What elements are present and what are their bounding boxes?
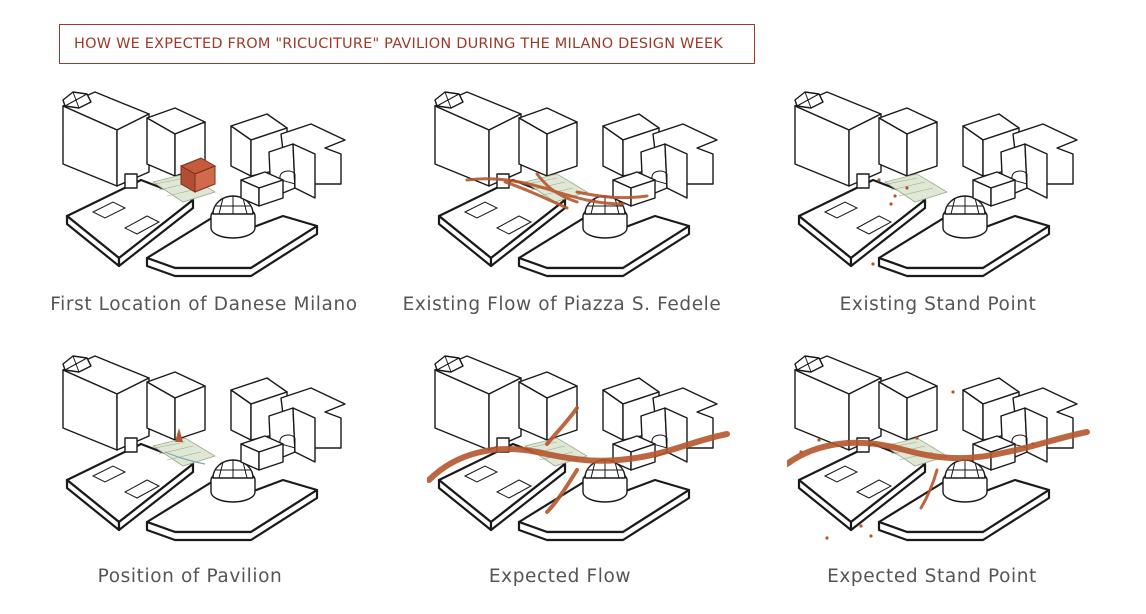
isometric-site-drawing [787, 355, 1090, 542]
isometric-site-drawing [62, 355, 346, 542]
diagram-existing-stand-point [787, 88, 1117, 278]
caption-existing-stand-point: Existing Stand Point [839, 294, 1037, 315]
caption-position-of-pavilion: Position of Pavilion [97, 566, 283, 587]
isometric-site-drawing [62, 91, 346, 278]
diagram-first-location [55, 88, 385, 278]
caption-expected-flow: Expected Flow [488, 566, 632, 587]
isometric-site-drawing [427, 355, 730, 542]
diagram-position-of-pavilion [55, 352, 385, 542]
page-title: HOW WE EXPECTED FROM "RICUCITURE" PAVILI… [74, 36, 724, 52]
diagram-expected-stand-point [787, 352, 1117, 542]
title-box: HOW WE EXPECTED FROM "RICUCITURE" PAVILI… [59, 24, 755, 64]
caption-existing-flow: Existing Flow of Piazza S. Fedele [402, 294, 722, 315]
isometric-site-drawing [794, 91, 1078, 278]
caption-expected-stand-point: Expected Stand Point [827, 566, 1037, 587]
isometric-site-drawing [434, 91, 718, 278]
caption-first-location: First Location of Danese Milano [50, 294, 358, 315]
diagram-existing-flow [427, 88, 757, 278]
diagram-expected-flow [427, 352, 757, 542]
